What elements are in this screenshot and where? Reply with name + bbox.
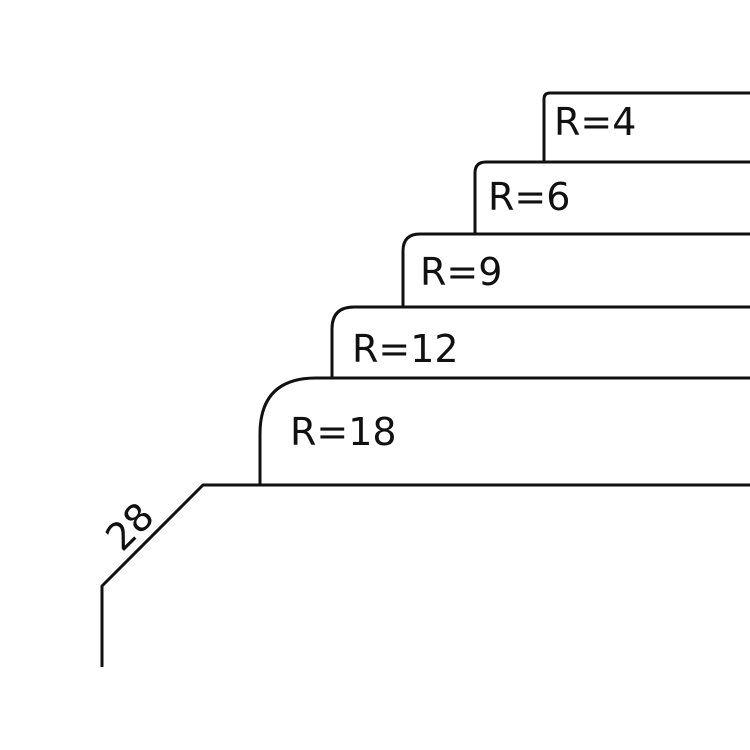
step-r4-label: R=4	[554, 100, 636, 144]
chamfer-label: 28	[97, 494, 162, 559]
step-r12-outline	[330, 305, 750, 378]
step-r4-outline	[542, 91, 750, 162]
chamfer-base-outline	[100, 483, 750, 667]
step-r12-label: R=12	[352, 327, 459, 371]
step-r9-outline	[401, 232, 750, 307]
step-r6-label: R=6	[488, 175, 570, 219]
step-r6-outline	[473, 160, 750, 234]
step-r18-label: R=18	[290, 410, 397, 454]
step-r9-label: R=9	[420, 250, 502, 294]
step-r18-outline	[258, 376, 750, 485]
